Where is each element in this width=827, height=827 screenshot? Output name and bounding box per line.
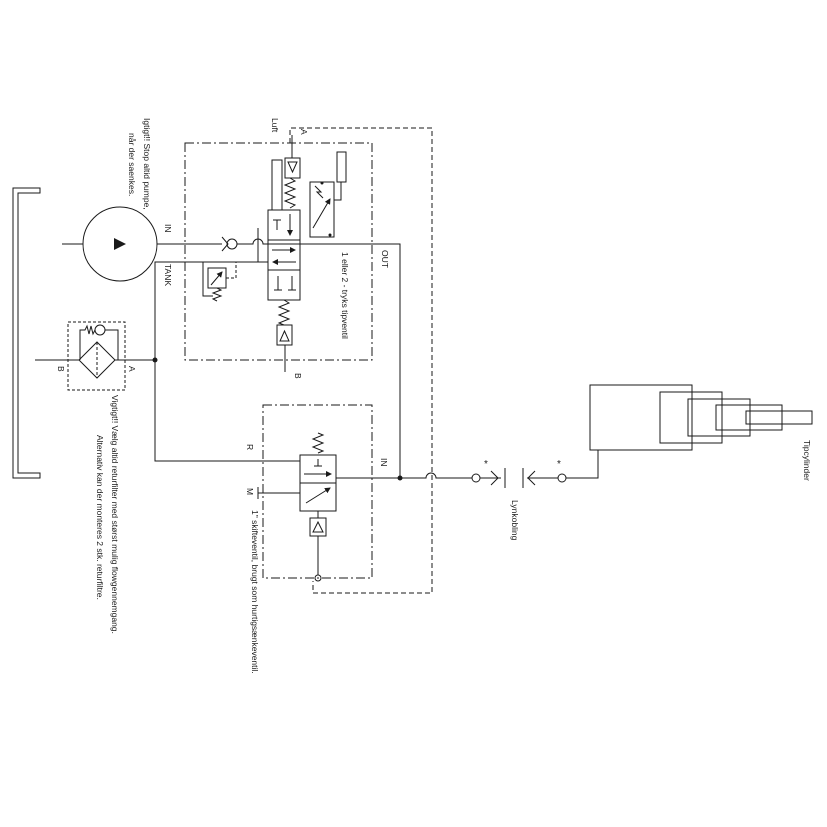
tipventil-2-arrow: [312, 198, 331, 229]
spool-spring-bottom: [277, 299, 291, 326]
skifteventil-port-r-label: R: [245, 444, 255, 450]
cylinder-rod: [745, 410, 813, 425]
skifteventil-block: [314, 459, 322, 467]
skifteventil-diagonal-arrow: [305, 487, 331, 504]
filter-port-a-label: A: [127, 366, 137, 372]
relief-inlet-line: [202, 262, 213, 297]
cylinder-barrel: [589, 384, 693, 451]
tank-reservoir-bracket: [12, 187, 41, 479]
pump-direction-triangle: [114, 238, 126, 250]
lynkobling-label: Lynkobling: [510, 500, 520, 541]
return-line-to-skifteventil: [154, 360, 300, 462]
cylinder-stage-2: [687, 398, 751, 437]
pump-note-line1: Igtigt!! Stop altid pumpe,: [142, 118, 152, 210]
pilot-drain-dashed-line: [289, 127, 433, 594]
spool-pilot-bottom: [276, 324, 293, 346]
hydraulic-pump: [82, 206, 158, 282]
tipventil-2-port-dot: [320, 181, 324, 185]
tipventil-tank-label: TANK: [163, 264, 173, 286]
skifteventil-spring: [311, 432, 325, 454]
relief-valve-spring: [211, 287, 223, 302]
tipventil-2-spring-link: [334, 182, 342, 201]
tip-cylinder: [589, 384, 813, 451]
filter-note-line2: Alternativ kan der monteres 2 stk. retur…: [95, 435, 105, 600]
tipventil-2-body: [309, 181, 335, 238]
relief-pilot-line: [226, 262, 237, 279]
skifteventil-pilot: [309, 517, 327, 537]
spool-dividers: [268, 239, 300, 271]
tank-return-line: [154, 261, 268, 360]
labels: Igtigt!! Stop altid pumpe, når der saenk…: [56, 118, 812, 674]
spool-block-1: [273, 219, 281, 230]
coupling-mark-right: *: [557, 459, 561, 470]
spool-body: [267, 209, 301, 301]
spool-block-2: [274, 276, 296, 291]
check-valve-seat: [221, 236, 229, 252]
skifteventil-pilot-triangle: [312, 520, 324, 533]
check-valve: [221, 236, 238, 252]
relief-valve-arrow: [210, 271, 223, 286]
tipcylinder-label: Tipcylinder: [802, 440, 812, 481]
filter-housing: [67, 321, 126, 391]
spool-actuator-hatched: [271, 159, 283, 211]
m-port-line: [257, 487, 300, 499]
filter-bypass-return: [105, 329, 119, 360]
pressure-relief-valve: [202, 262, 237, 302]
tipventil-2-lightning-icon: [314, 185, 324, 199]
filter-note-line1: Vigtigt!! Vælg altid returfilter med stø…: [110, 395, 120, 634]
cylinder-stage-1: [659, 391, 723, 444]
coupling-mark-left: *: [484, 459, 488, 470]
pilot-port-circle: [314, 574, 322, 582]
spool-pilot-bottom-triangle: [279, 329, 290, 342]
tipventil-housing: [184, 142, 373, 361]
return-filter: [67, 321, 126, 391]
cylinder-line: [566, 450, 599, 479]
quick-coupling: [471, 468, 567, 488]
skifteventil-caption: 1" skifteventil, brugt som hurtigsænkeve…: [250, 510, 260, 674]
cylinder-stage-3: [715, 404, 783, 431]
skifteventil-housing: [262, 404, 373, 579]
filter-bypass-line: [79, 324, 96, 360]
tipventil-spool-valve: [267, 157, 301, 346]
tipventil-port-b-label: B: [293, 373, 303, 379]
spool-pilot-top: [284, 157, 301, 179]
pump-note-line2: når der saenkes.: [127, 133, 137, 196]
filter-bypass-check-ball: [94, 324, 106, 336]
filter-port-b-label: B: [56, 366, 66, 372]
pressure-line-to-out: [237, 238, 401, 478]
tipventil-2-spring-hatched: [336, 151, 347, 183]
tipventil-out-label: OUT: [380, 250, 390, 268]
skifteventil-in-label: IN: [379, 458, 389, 467]
tipventil-2-port-dot: [328, 233, 332, 237]
spool-spring-top: [283, 177, 297, 209]
tipventil-port-a-label: A: [299, 129, 309, 135]
coupling-port-right: [557, 473, 567, 483]
tipventil-in-label: IN: [163, 224, 173, 233]
spool-pilot-top-triangle: [287, 161, 298, 174]
tipventil-caption: 1 eller 2 - tryks tipventil: [340, 252, 350, 339]
coupling-chevron-left: [490, 470, 499, 486]
skifteventil-valve: [299, 432, 337, 537]
luft-label: Luft: [270, 118, 280, 133]
coupling-port-left: [471, 473, 481, 483]
tipventil-2: [309, 151, 347, 238]
skifteventil-port-m-label: M: [245, 488, 255, 495]
cylinder-feed-line: [400, 472, 472, 479]
junction-dot: [152, 357, 158, 363]
